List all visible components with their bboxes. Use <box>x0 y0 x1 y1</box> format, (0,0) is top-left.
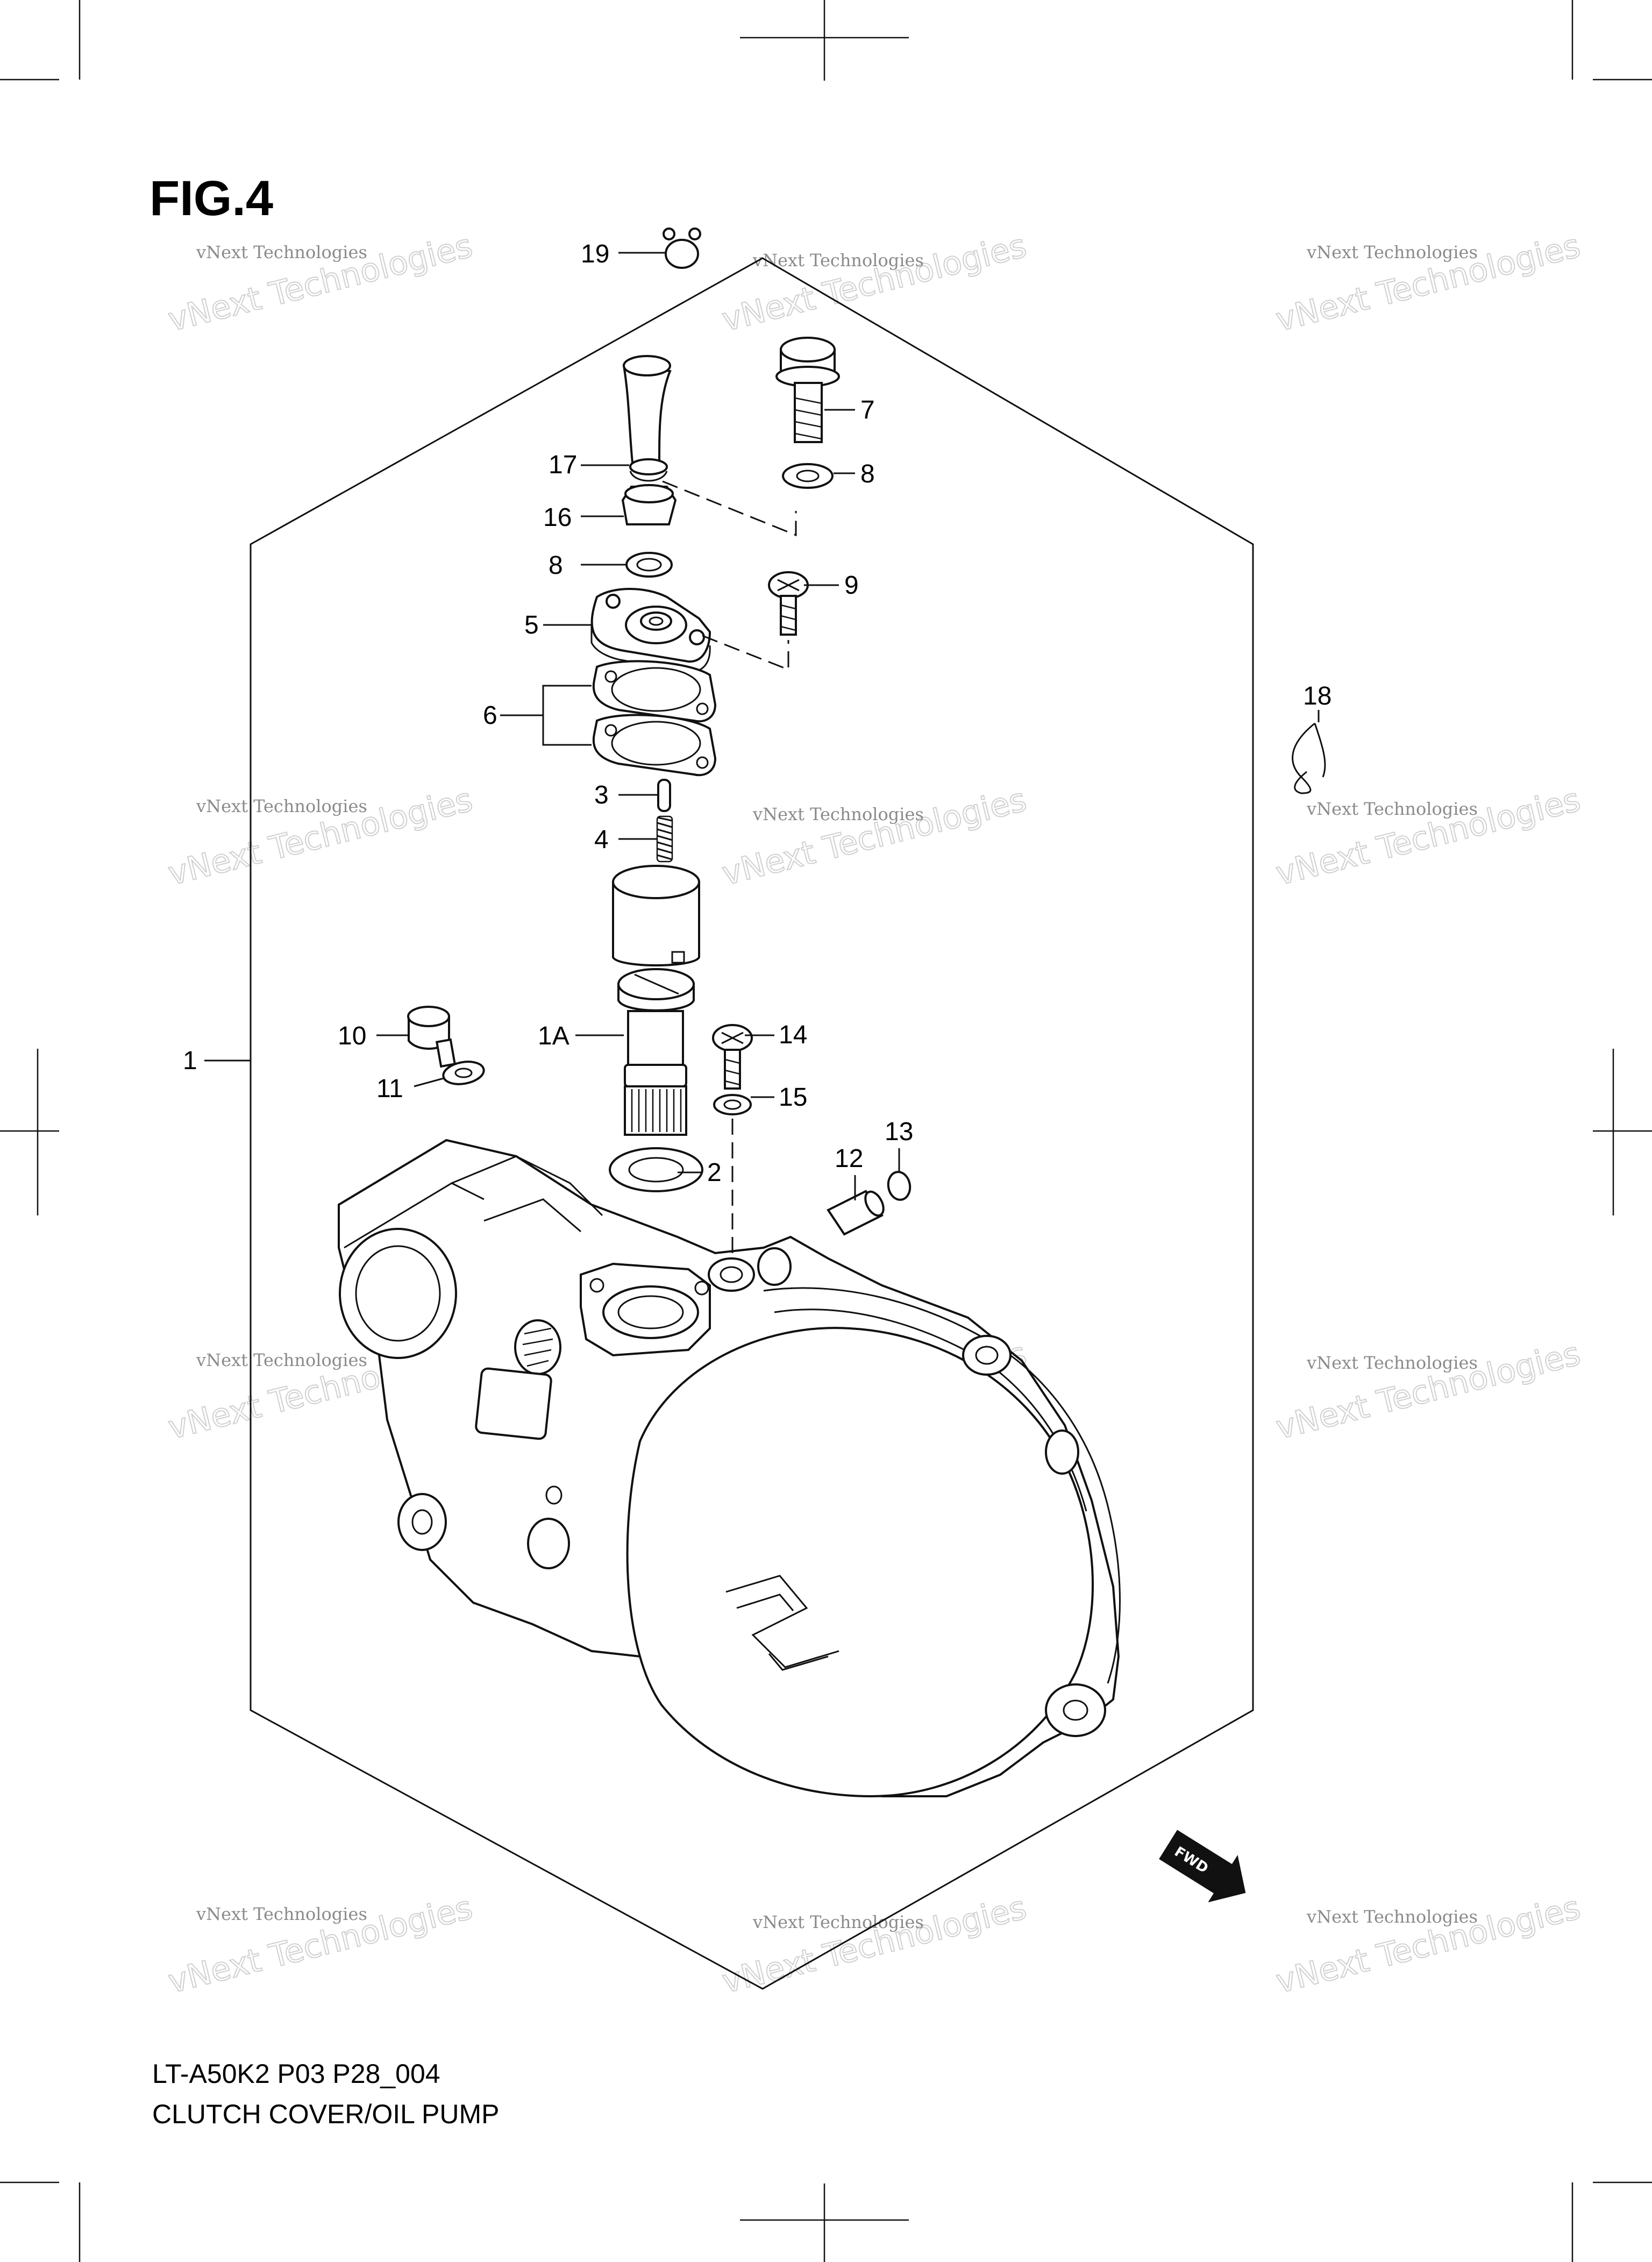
part-5-pump-cover <box>590 588 711 673</box>
callout-19: 19 <box>581 240 609 268</box>
part-16-union <box>621 484 677 525</box>
svg-text:vNext Technologies: vNext Technologies <box>196 1904 367 1924</box>
callout-8-right: 8 <box>860 460 875 488</box>
part-8-washer-right <box>782 463 834 489</box>
assembly-boundary <box>250 257 1254 1990</box>
part-19-grommet <box>663 227 701 269</box>
callout-9: 9 <box>844 571 859 600</box>
part-14-screw <box>712 1024 753 1090</box>
callouts: 19 7 17 8 16 8 9 5 6 18 3 4 10 1A 14 1 1… <box>183 240 1331 1187</box>
svg-text:vNext Technologies: vNext Technologies <box>752 804 924 824</box>
callout-13: 13 <box>885 1118 913 1146</box>
part-12-dowel <box>827 1190 885 1236</box>
part-1a-pump-shaft <box>617 968 695 1136</box>
part-11-gasket <box>442 1061 485 1085</box>
part-7-bolt <box>775 337 840 443</box>
callout-16: 16 <box>543 503 572 532</box>
svg-text:vNext Technologies: vNext Technologies <box>1306 1907 1478 1927</box>
part-18-clip <box>1292 722 1326 794</box>
callout-2: 2 <box>707 1158 722 1187</box>
part-6-gaskets <box>592 660 717 777</box>
callout-1: 1 <box>183 1047 197 1075</box>
svg-text:vNext Technologies: vNext Technologies <box>1306 1353 1478 1373</box>
callout-17: 17 <box>549 451 577 479</box>
svg-text:vNext Technologies: vNext Technologies <box>196 796 367 816</box>
callout-12: 12 <box>835 1144 863 1173</box>
callout-5: 5 <box>524 611 539 639</box>
part-4-spring <box>656 815 673 863</box>
svg-text:vNext Technologies: vNext Technologies <box>196 242 367 262</box>
callout-8-left: 8 <box>549 551 563 580</box>
callout-3: 3 <box>594 781 609 809</box>
part-8-washer-left <box>625 552 673 578</box>
svg-text:vNext Technologies: vNext Technologies <box>1272 1889 1584 2001</box>
callout-6: 6 <box>483 701 497 730</box>
part-2-o-ring <box>609 1147 703 1192</box>
fwd-direction-badge: FWD <box>1159 1830 1246 1903</box>
part-13-o-ring <box>887 1171 912 1201</box>
svg-text:vNext Technologies: vNext Technologies <box>718 781 1030 893</box>
svg-text:vNext Technologies: vNext Technologies <box>1306 242 1478 262</box>
assembly-dashes <box>662 480 797 1258</box>
callout-10: 10 <box>338 1022 366 1050</box>
part-15-washer <box>713 1094 752 1115</box>
part-3-pin <box>657 779 671 812</box>
clutch-cover <box>338 1139 1121 1798</box>
callout-4: 4 <box>594 826 609 854</box>
oil-pump-body <box>612 865 700 966</box>
svg-text:vNext Technologies: vNext Technologies <box>1272 1335 1584 1447</box>
model-code: LT-A50K2 P03 P28_004 <box>152 2059 440 2089</box>
part-17-clip <box>629 458 668 482</box>
oil-hose <box>622 355 672 464</box>
svg-text:vNext Technologies: vNext Technologies <box>196 1350 367 1370</box>
svg-text:vNext Technologies: vNext Technologies <box>718 1889 1030 2001</box>
part-9-screw <box>768 571 809 636</box>
svg-text:vNext Technologies: vNext Technologies <box>1272 781 1584 893</box>
svg-text:vNext Technologies: vNext Technologies <box>718 227 1030 339</box>
figure-title: FIG.4 <box>149 171 273 226</box>
svg-text:vNext Technologies: vNext Technologies <box>752 250 924 271</box>
part-10-plug <box>407 1006 457 1068</box>
callout-14: 14 <box>779 1021 807 1049</box>
callout-18: 18 <box>1303 682 1331 710</box>
leader-lines <box>204 252 1320 1200</box>
callout-15: 15 <box>779 1083 807 1112</box>
callout-11: 11 <box>376 1075 403 1103</box>
callout-1a: 1A <box>538 1022 569 1050</box>
callout-7: 7 <box>860 396 875 424</box>
svg-text:vNext Technologies: vNext Technologies <box>752 1912 924 1932</box>
figure-caption: CLUTCH COVER/OIL PUMP <box>152 2099 499 2129</box>
svg-text:vNext Technologies: vNext Technologies <box>1306 799 1478 819</box>
